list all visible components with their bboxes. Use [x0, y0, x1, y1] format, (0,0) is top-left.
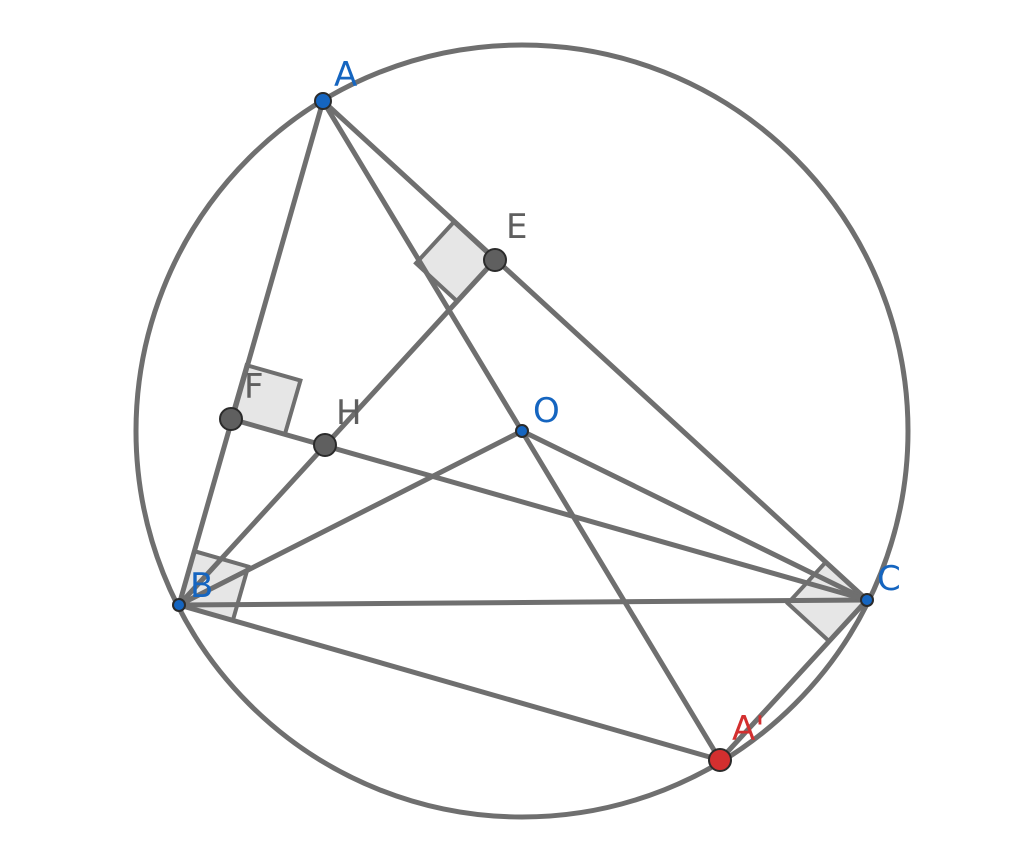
segment-BC	[176, 597, 870, 608]
label-B: B	[190, 566, 213, 606]
label-F: F	[244, 367, 264, 407]
segment-CA-prime	[717, 597, 870, 763]
point-C	[860, 593, 874, 607]
label-A-prime: A'	[732, 709, 765, 749]
label-E: E	[506, 207, 527, 247]
point-E	[483, 248, 507, 272]
label-A: A	[334, 55, 357, 95]
label-C: C	[877, 559, 901, 599]
label-O: O	[533, 391, 560, 431]
circumcircle	[133, 42, 911, 820]
segment-BO	[176, 428, 525, 608]
segment-BE	[176, 257, 498, 608]
segment-CF	[228, 416, 870, 603]
point-A-prime	[708, 748, 732, 772]
point-A	[314, 92, 332, 110]
label-H: H	[336, 393, 362, 433]
segment-BA-prime	[176, 602, 723, 763]
point-B	[172, 598, 186, 612]
point-O	[515, 424, 529, 438]
point-F	[219, 407, 243, 431]
segment-AB	[176, 98, 326, 608]
point-H	[313, 433, 337, 457]
segment-AC	[320, 98, 870, 603]
segment-CO	[519, 428, 870, 603]
